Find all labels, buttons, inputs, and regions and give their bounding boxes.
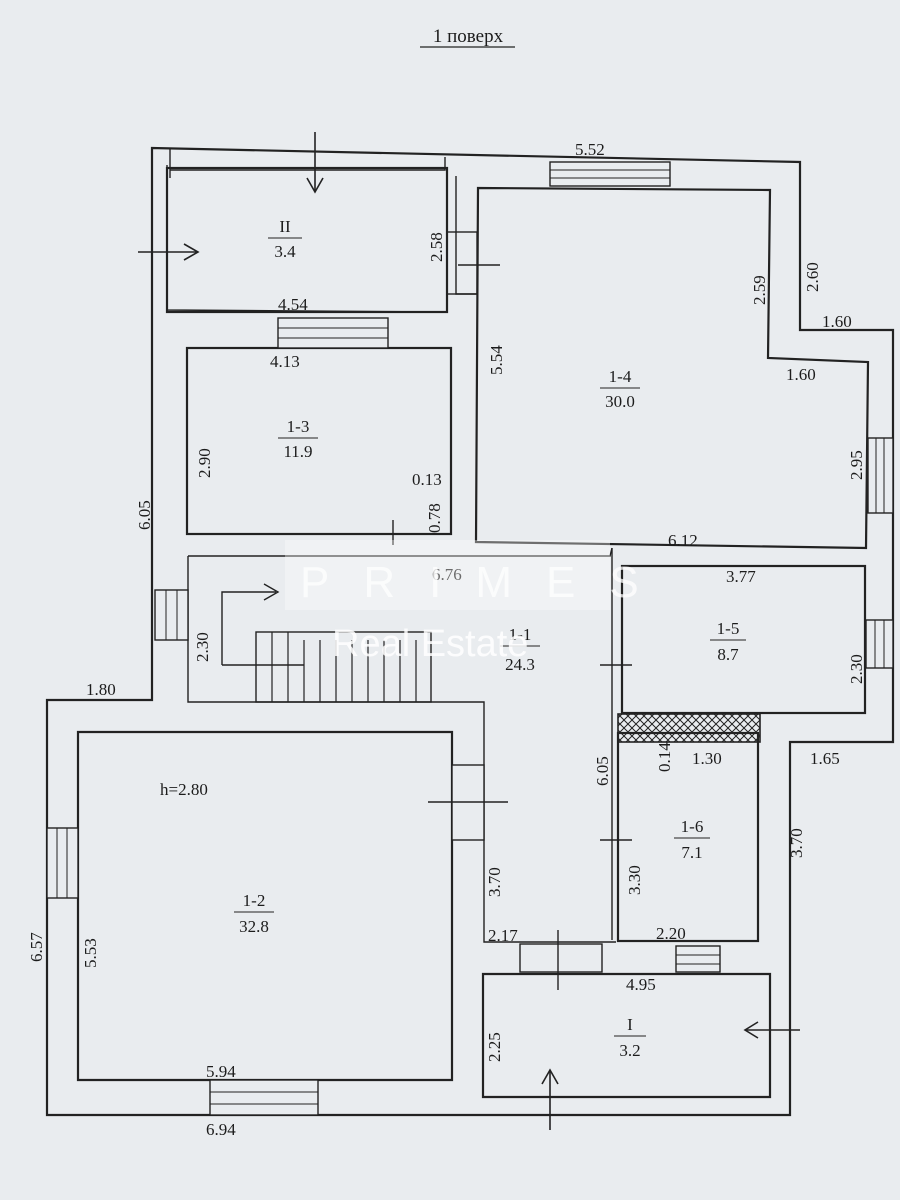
- room-id-1-1: 1-1: [509, 625, 532, 644]
- watermark-sub: Real Estate: [332, 623, 528, 665]
- dim-1-65: 1.65: [810, 749, 840, 768]
- windows: [46, 161, 894, 1116]
- room-id-ii: II: [279, 217, 291, 236]
- dim-0-14: 0.14: [655, 742, 674, 772]
- room-area-1-6: 7.1: [681, 843, 702, 862]
- room-area-i: 3.2: [619, 1041, 640, 1060]
- floor-title: 1 поверх: [433, 26, 504, 47]
- dim-4-13: 4.13: [270, 352, 300, 371]
- dim-2-30-b: 2.30: [847, 654, 866, 684]
- room-id-1-4: 1-4: [609, 367, 632, 386]
- dim-5-53: 5.53: [81, 938, 100, 968]
- dim-2-17: 2.17: [488, 926, 518, 945]
- room-area-1-1: 24.3: [505, 655, 535, 674]
- dim-6-05-a: 6.05: [135, 500, 154, 530]
- dim-4-54: 4.54: [278, 295, 308, 314]
- dim-2-60: 2.60: [803, 262, 822, 292]
- dim-2-90: 2.90: [195, 448, 214, 478]
- dim-2-25: 2.25: [485, 1032, 504, 1062]
- hatched-wall: [617, 713, 761, 743]
- dim-3-30: 3.30: [625, 865, 644, 895]
- door-marks: [169, 148, 632, 990]
- staircase: [221, 583, 432, 703]
- dim-6-12: 6.12: [668, 531, 698, 550]
- dim-3-70-a: 3.70: [485, 867, 504, 897]
- dim-4-95: 4.95: [626, 975, 656, 994]
- dim-1-60-a: 1.60: [822, 312, 852, 331]
- room-id-i: I: [627, 1015, 633, 1034]
- dim-2-59: 2.59: [750, 275, 769, 305]
- dim-1-60-b: 1.60: [786, 365, 816, 384]
- dim-0-13: 0.13: [412, 470, 442, 489]
- dim-2-20: 2.20: [656, 924, 686, 943]
- dim-2-30-a: 2.30: [193, 632, 212, 662]
- dim-6-94: 6.94: [206, 1120, 236, 1139]
- room-area-1-5: 8.7: [717, 645, 739, 664]
- dimension-labels: 5.52 2.58 2.60 2.59 1.60 1.60 4.54 4.13 …: [27, 140, 866, 1139]
- dim-6-57: 6.57: [27, 932, 46, 962]
- room-area-1-3: 11.9: [283, 442, 312, 461]
- room-id-1-3: 1-3: [287, 417, 310, 436]
- dim-2-58: 2.58: [427, 232, 446, 262]
- dim-3-77: 3.77: [726, 567, 756, 586]
- room-labels: II 3.4 1-3 11.9 1-4 30.0 1-1 24.3 1-5 8.…: [234, 217, 746, 1060]
- room-area-ii: 3.4: [274, 242, 296, 261]
- dim-6-05-b: 6.05: [593, 756, 612, 786]
- watermark: PRIMES Real Estate: [285, 540, 673, 665]
- dim-5-94: 5.94: [206, 1062, 236, 1081]
- dim-1-30: 1.30: [692, 749, 722, 768]
- watermark-brand: PRIMES: [300, 558, 673, 607]
- room-id-1-5: 1-5: [717, 619, 740, 638]
- room-area-1-2: 32.8: [239, 917, 269, 936]
- dim-2-95: 2.95: [847, 450, 866, 480]
- dim-0-78: 0.78: [425, 503, 444, 533]
- ceiling-height: h=2.80: [160, 780, 208, 799]
- room-id-1-6: 1-6: [681, 817, 704, 836]
- room-id-1-2: 1-2: [243, 891, 266, 910]
- dim-6-76: 6.76: [432, 565, 462, 584]
- room-area-1-4: 30.0: [605, 392, 635, 411]
- entrance-arrows: [138, 132, 800, 1130]
- dim-5-52: 5.52: [575, 140, 605, 159]
- dim-5-54: 5.54: [487, 345, 506, 375]
- dim-3-70-b: 3.70: [787, 828, 806, 858]
- dim-1-80: 1.80: [86, 680, 116, 699]
